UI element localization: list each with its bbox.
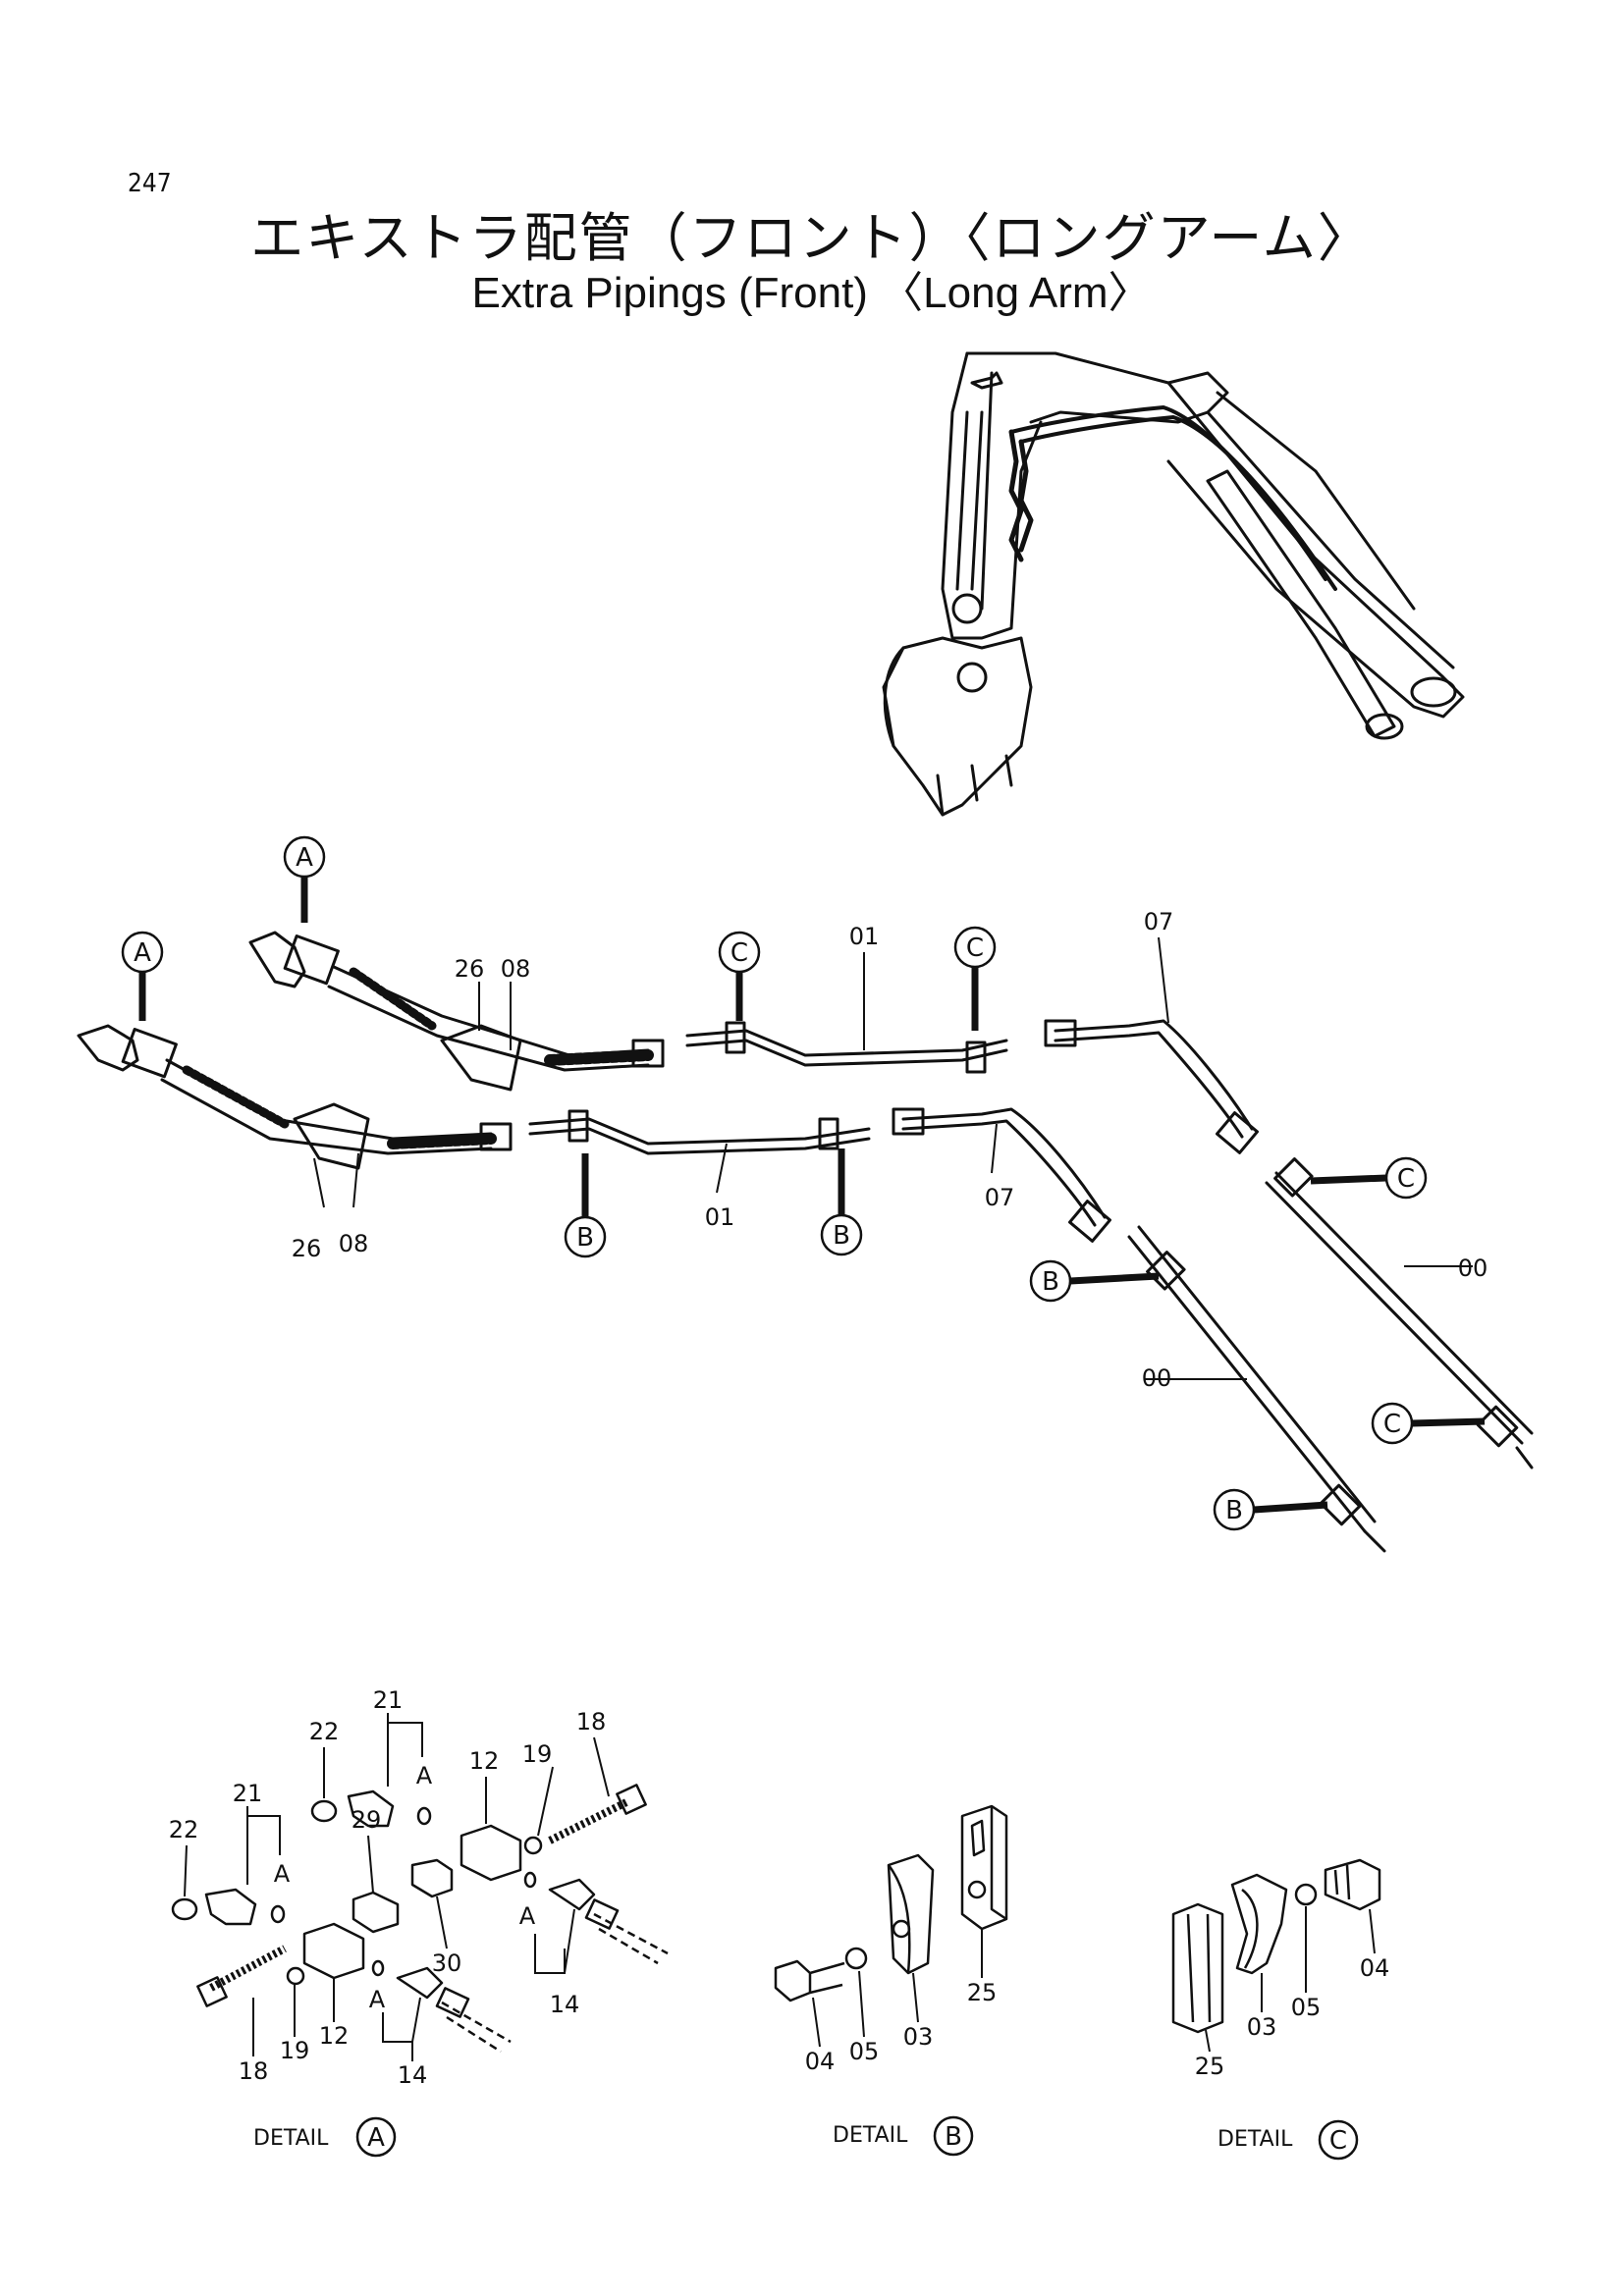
detail-c-circle xyxy=(1318,2119,1359,2161)
callout-c-pipe-left: C xyxy=(730,938,748,968)
label-03-c: 03 xyxy=(1247,2013,1277,2041)
label-05-b: 05 xyxy=(849,2038,880,2065)
label-14-right: 14 xyxy=(550,1991,580,2018)
title-english: Extra Pipings (Front) 〈Long Arm〉 xyxy=(471,269,1152,317)
label-01-lower: 01 xyxy=(705,1203,735,1231)
label-14-bottom: 14 xyxy=(398,2061,428,2089)
page-number: 247 xyxy=(128,169,172,198)
label-21-left: 21 xyxy=(233,1780,263,1807)
detail-c-drawing xyxy=(1171,1858,1381,2034)
label-29: 29 xyxy=(352,1806,382,1834)
callout-a-lower: A xyxy=(134,938,151,968)
callout-c-upper-right: C xyxy=(1397,1164,1415,1194)
leader-lines xyxy=(313,936,1473,1380)
label-22-top: 22 xyxy=(309,1718,340,1745)
callout-c-pipe-right: C xyxy=(966,934,984,963)
detail-c-letter: C xyxy=(1329,2126,1347,2156)
label-01-upper: 01 xyxy=(849,923,880,950)
detail-a-drawing xyxy=(171,1784,669,2054)
label-a-left: A xyxy=(274,1860,291,1888)
detail-b-letter: B xyxy=(945,2122,962,2152)
label-a-right: A xyxy=(519,1902,536,1930)
callout-b-pipe-right: B xyxy=(833,1221,850,1251)
label-04-b: 04 xyxy=(805,2048,836,2075)
label-00-upper: 00 xyxy=(1458,1255,1488,1282)
label-21-top: 21 xyxy=(373,1686,404,1714)
piping-assembly xyxy=(77,931,1534,1553)
callout-b-right: B xyxy=(1042,1267,1059,1297)
label-05-c: 05 xyxy=(1291,1994,1322,2021)
label-07-lower: 07 xyxy=(985,1184,1015,1211)
label-12-bottom: 12 xyxy=(319,2022,350,2050)
label-22-left: 22 xyxy=(169,1816,199,1843)
label-19-bottom: 19 xyxy=(280,2037,310,2064)
callout-a-upper: A xyxy=(296,843,313,873)
detail-a-word: DETAIL xyxy=(253,2126,329,2151)
label-a-bottom: A xyxy=(369,1986,386,2013)
excavator-illustration xyxy=(882,351,1465,817)
label-25-c: 25 xyxy=(1195,2053,1225,2080)
detail-b-drawing xyxy=(774,1804,1008,2002)
detail-a-circle xyxy=(355,2116,397,2158)
title-japanese: エキストラ配管（フロント）〈ロングアーム〉 xyxy=(250,207,1373,269)
label-30: 30 xyxy=(432,1949,462,1977)
callout-b-pipe-left: B xyxy=(576,1223,594,1253)
label-07-upper: 07 xyxy=(1144,908,1174,935)
label-08-lower: 08 xyxy=(339,1230,369,1257)
label-04-c: 04 xyxy=(1360,1954,1390,1982)
label-12-top: 12 xyxy=(469,1747,500,1775)
label-26-upper: 26 xyxy=(455,955,485,983)
callout-markers xyxy=(121,835,1486,1531)
label-00-lower: 00 xyxy=(1142,1364,1172,1392)
callout-b-lower-right: B xyxy=(1225,1496,1243,1525)
label-03-b: 03 xyxy=(903,2023,934,2051)
detail-a-letter: A xyxy=(367,2123,385,2153)
detail-c-leaders xyxy=(1205,1906,1376,2053)
label-a-top: A xyxy=(416,1762,433,1789)
label-19-top: 19 xyxy=(522,1740,553,1768)
label-08-upper: 08 xyxy=(501,955,531,983)
callout-c-lower-right: C xyxy=(1383,1410,1401,1439)
detail-b-leaders xyxy=(812,1929,983,2048)
detail-c-word: DETAIL xyxy=(1217,2127,1293,2152)
label-26-lower: 26 xyxy=(292,1235,322,1262)
label-18-top: 18 xyxy=(576,1708,607,1735)
label-25-b: 25 xyxy=(967,1979,998,2006)
detail-b-word: DETAIL xyxy=(833,2123,908,2148)
detail-a-leaders xyxy=(184,1713,610,2061)
detail-b-circle xyxy=(933,2115,974,2157)
label-18-bottom: 18 xyxy=(239,2057,269,2085)
